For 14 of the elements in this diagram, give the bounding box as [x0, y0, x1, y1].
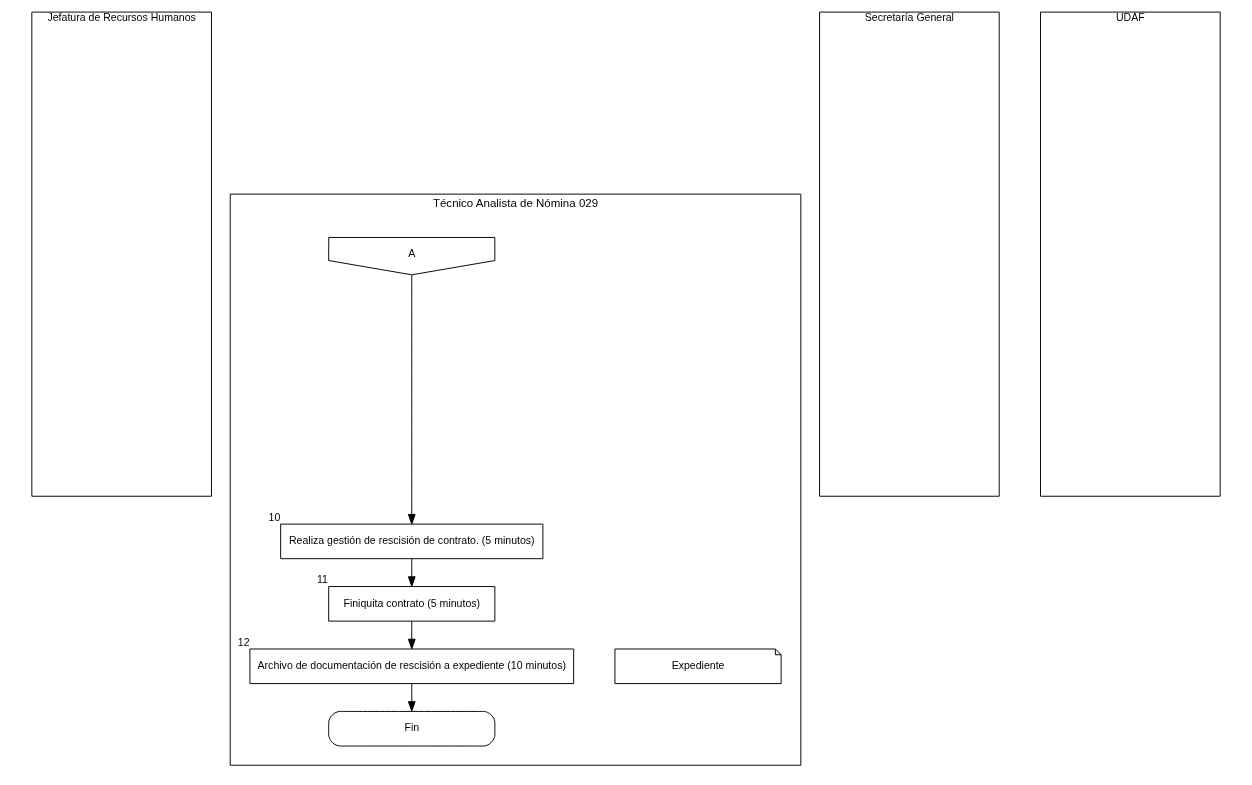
arrow	[407, 683, 416, 712]
node-box: Fin	[328, 710, 496, 747]
node-label: 11	[316, 573, 328, 586]
node-box: Archivo de documentación de rescisión a expediente (10 minutos)	[249, 648, 575, 685]
arrow	[407, 274, 416, 525]
node-label: 10	[268, 511, 281, 524]
node-box: Finiquita contrato (5 minutos)	[328, 586, 496, 622]
node-label: 12	[237, 635, 250, 648]
node-box: Realiza gestión de rescisión de contrato. (5 minutos)	[280, 523, 544, 560]
node-box: UDAF	[1040, 11, 1221, 497]
node-box: Secretaría General	[819, 11, 1000, 497]
arrow	[407, 620, 416, 650]
node-box: Jefatura de Recursos Humanos	[31, 11, 212, 497]
arrow	[407, 558, 416, 587]
